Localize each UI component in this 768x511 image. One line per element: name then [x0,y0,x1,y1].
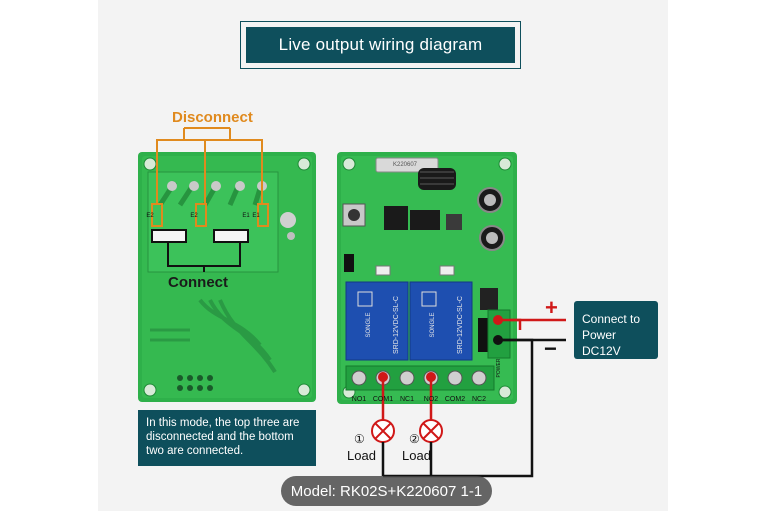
terminal-label-no2: NO2 [424,396,439,403]
terminal-label-no1: NO1 [352,396,367,403]
load1-lamp [371,419,395,443]
power-side-label: POWER [496,358,502,377]
plus-sign: + [545,295,558,320]
pad-label-1: E2 [190,213,198,219]
load1-label: Load [347,448,376,463]
left-board [138,127,316,402]
relay-brand-1: SONGLE [366,312,372,337]
connect-label: Connect [168,274,228,291]
pad-label-3: E1 [252,213,260,219]
relay-model-2: SRD-12VDC-SL-C [457,296,464,354]
minus-sign: − [544,336,557,361]
load1-number: ① [354,432,365,446]
page-title: Live output wiring diagram [246,27,515,63]
load2-lamp [419,419,443,443]
power-label: Connect to Power DC12V [574,301,658,359]
pad-label-0: E2 [146,213,154,219]
terminal-label-com1: COM1 [373,396,393,403]
wiring [371,315,566,478]
power-positive-dot [493,315,503,325]
title-frame [240,21,521,69]
mode-note: In this mode, the top three are disconne… [138,410,316,466]
terminal-label-com2: COM2 [445,396,465,403]
terminal-label-nc1: NC1 [400,396,414,403]
terminal-label-nc2: NC2 [472,396,486,403]
load2-number: ② [409,432,420,446]
load2-label: Load [402,448,431,463]
right-board [337,152,517,404]
pad-label-2: E1 [242,213,250,219]
model-caption: Model: RK02S+K220607 1-1 [281,476,492,506]
chip-label: K220607 [393,162,418,168]
disconnect-label: Disconnect [172,109,253,126]
relay-model-1: SRD-12VDC-SL-C [393,296,400,354]
relay-brand-2: SONGLE [430,312,436,337]
